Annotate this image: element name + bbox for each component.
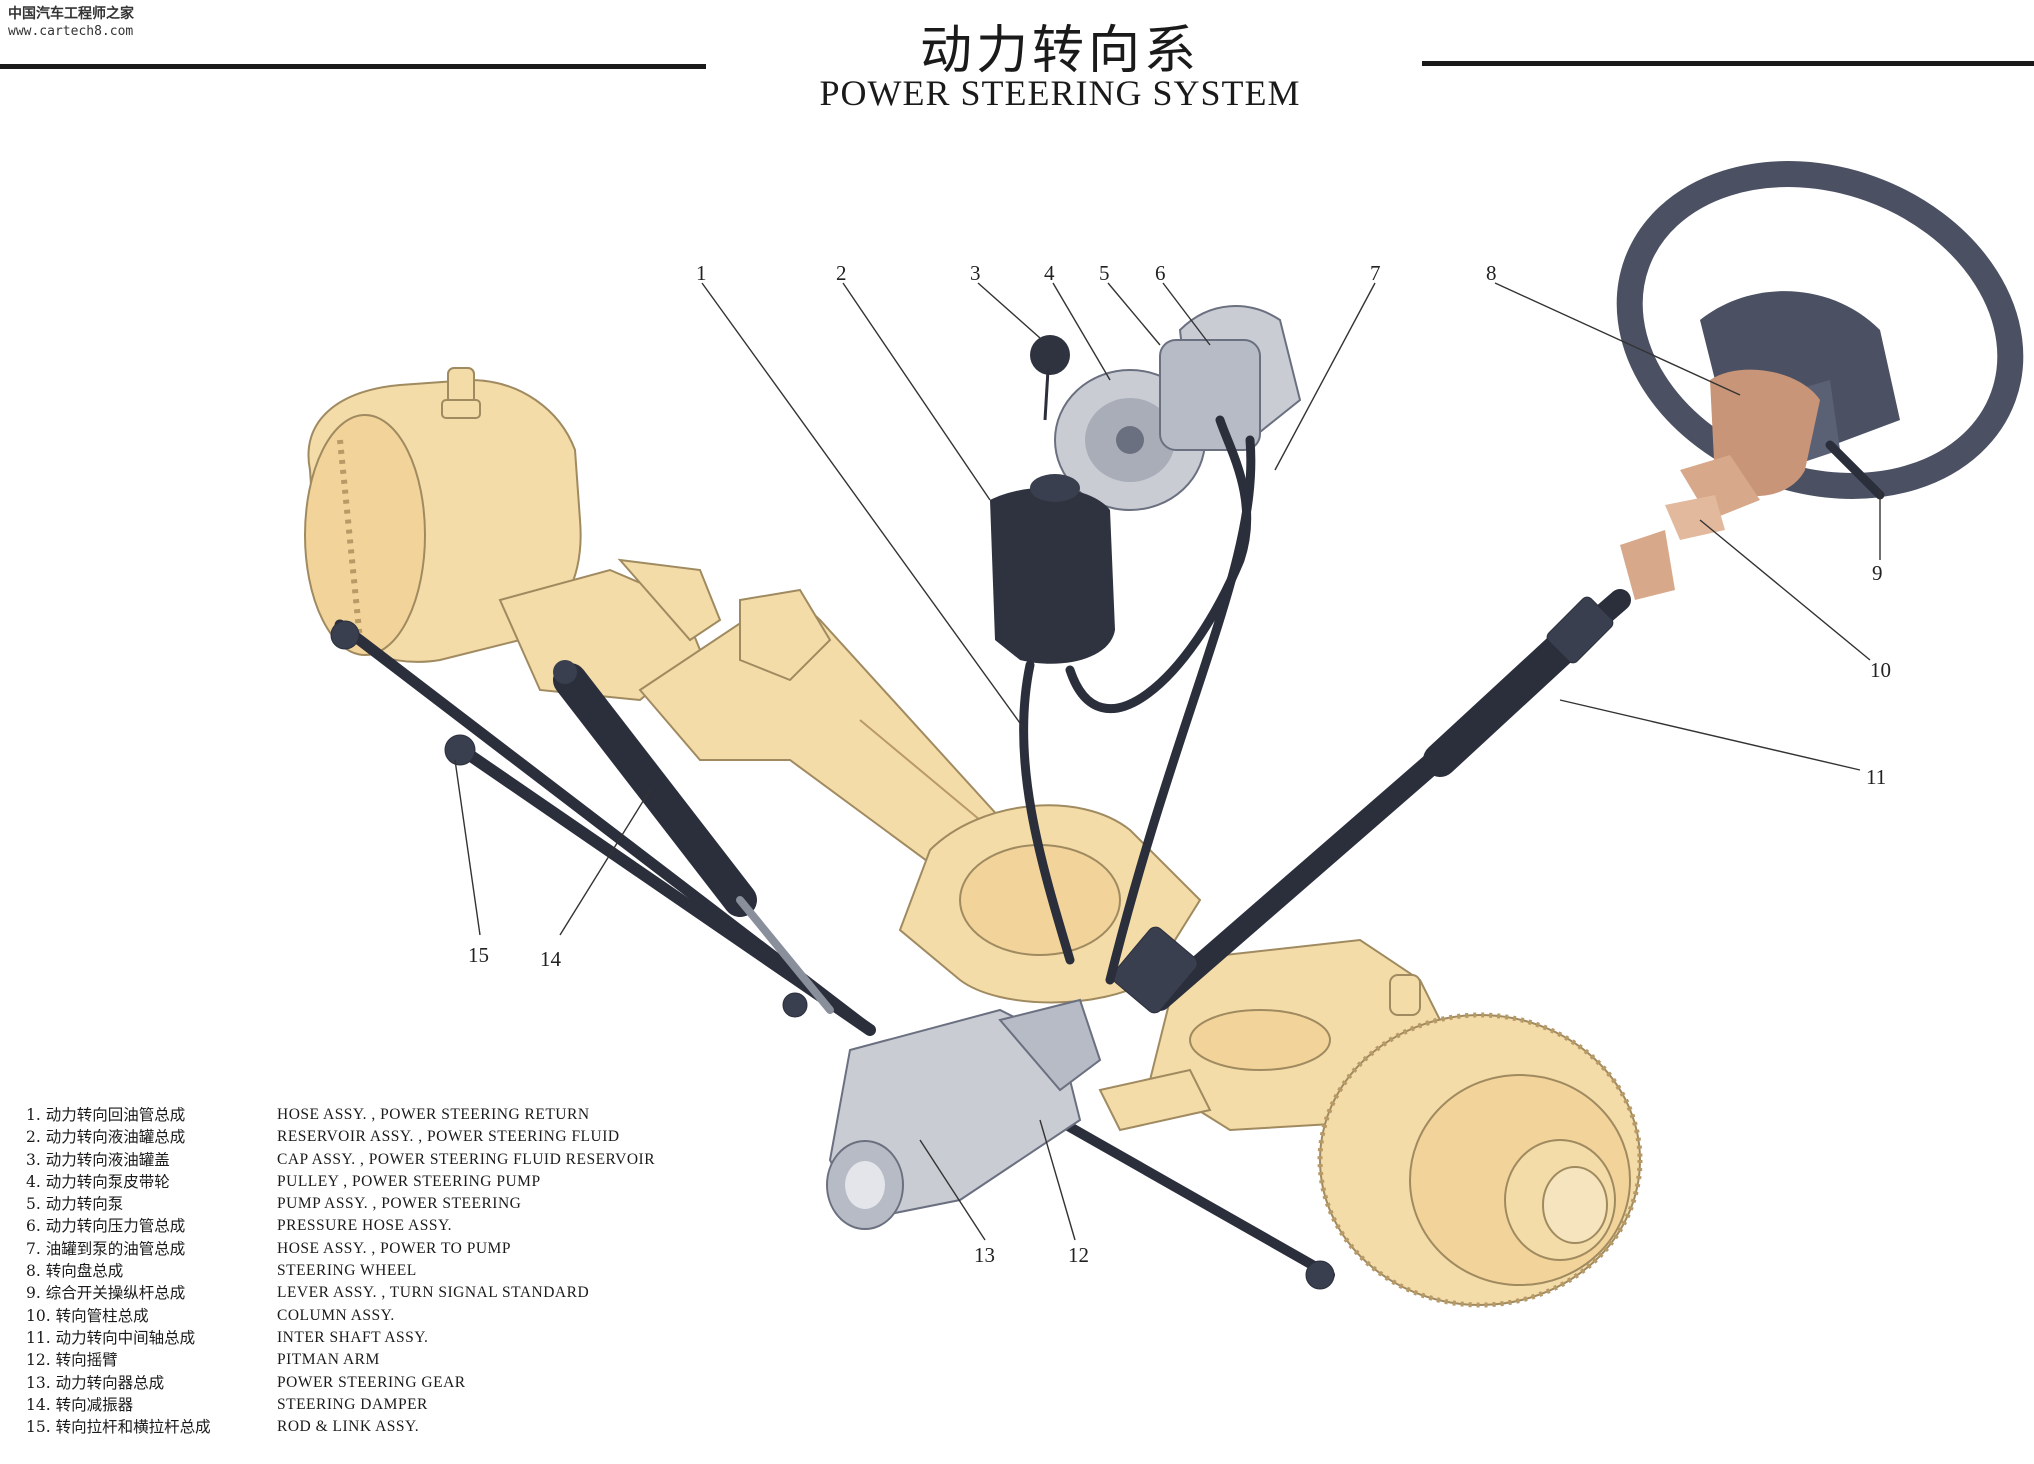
legend-cn: 11. 动力转向中间轴总成 <box>26 1328 196 1347</box>
legend-en: STEERING WHEEL <box>277 1262 417 1280</box>
legend-row: 6. 动力转向压力管总成 PRESSURE HOSE ASSY. <box>26 1215 655 1237</box>
legend-cn: 7. 油罐到泵的油管总成 <box>26 1239 186 1258</box>
legend-row: 11. 动力转向中间轴总成 INTER SHAFT ASSY. <box>26 1327 655 1349</box>
reservoir-illustration <box>990 335 1115 664</box>
legend-en: CAP ASSY. , POWER STEERING FLUID RESERVO… <box>277 1150 656 1168</box>
steering-column-illustration <box>1620 369 1885 600</box>
legend-en: PITMAN ARM <box>277 1351 380 1369</box>
legend-cn: 3. 动力转向液油罐盖 <box>26 1150 170 1169</box>
callout-5: 5 <box>1099 261 1110 285</box>
watermark: 中国汽车工程师之家 www.cartech8.com <box>8 6 134 40</box>
hoses-illustration <box>1019 415 1256 985</box>
watermark-url: www.cartech8.com <box>8 24 134 39</box>
legend-en: POWER STEERING GEAR <box>277 1373 466 1391</box>
legend-row: 10. 转向管柱总成 COLUMN ASSY. <box>26 1305 655 1327</box>
legend-en: RESERVOIR ASSY. , POWER STEERING FLUID <box>277 1128 620 1146</box>
header-rule-left <box>0 64 706 69</box>
parts-legend: 1. 动力转向回油管总成 HOSE ASSY. , POWER STEERING … <box>26 1104 655 1438</box>
callout-11: 11 <box>1866 765 1886 789</box>
legend-row: 4. 动力转向泵皮带轮 PULLEY , POWER STEERING PUMP <box>26 1171 655 1193</box>
legend-row: 7. 油罐到泵的油管总成 HOSE ASSY. , POWER TO PUMP <box>26 1238 655 1260</box>
callout-9: 9 <box>1872 561 1883 585</box>
legend-en: LEVER ASSY. , TURN SIGNAL STANDARD <box>277 1284 590 1302</box>
callout-15: 15 <box>468 943 489 967</box>
legend-cn: 12. 转向摇臂 <box>26 1351 118 1370</box>
callout-4: 4 <box>1044 261 1055 285</box>
callout-2: 2 <box>836 261 847 285</box>
legend-cn: 5. 动力转向泵 <box>26 1195 124 1214</box>
legend-row: 8. 转向盘总成 STEERING WHEEL <box>26 1260 655 1282</box>
steering-damper-illustration <box>553 660 834 1014</box>
legend-row: 13. 动力转向器总成 POWER STEERING GEAR <box>26 1372 655 1394</box>
callout-numbers: 1 2 3 4 5 6 7 8 9 10 11 12 13 14 15 <box>468 261 1891 1267</box>
legend-row: 3. 动力转向液油罐盖 CAP ASSY. , POWER STEERING FL… <box>26 1149 655 1171</box>
callout-13: 13 <box>974 1243 995 1267</box>
legend-cn: 13. 动力转向器总成 <box>26 1373 165 1392</box>
legend-row: 9. 综合开关操纵杆总成 LEVER ASSY. , TURN SIGNAL ST… <box>26 1282 655 1304</box>
legend-en: ROD & LINK ASSY. <box>277 1418 420 1436</box>
tie-rod-illustration <box>330 619 1335 1290</box>
legend-en: PULLEY , POWER STEERING PUMP <box>277 1172 541 1190</box>
steering-gear-illustration <box>826 998 1102 1230</box>
legend-cn: 2. 动力转向液油罐总成 <box>26 1128 186 1147</box>
legend-row: 14. 转向减振器 STEERING DAMPER <box>26 1394 655 1416</box>
legend-en: COLUMN ASSY. <box>277 1306 395 1324</box>
header-rule-right <box>1422 61 2034 66</box>
legend-en: STEERING DAMPER <box>277 1395 428 1413</box>
legend-row: 12. 转向摇臂 PITMAN ARM <box>26 1349 655 1371</box>
legend-cn: 8. 转向盘总成 <box>26 1262 124 1281</box>
leader-lines <box>454 282 1881 1241</box>
callout-12: 12 <box>1068 1243 1089 1267</box>
steering-wheel-illustration <box>1616 161 2024 499</box>
page-title-english: POWER STEERING SYSTEM <box>819 73 1301 113</box>
callout-6: 6 <box>1155 261 1166 285</box>
legend-row: 5. 动力转向泵 PUMP ASSY. , POWER STEERING <box>26 1193 655 1215</box>
legend-cn: 6. 动力转向压力管总成 <box>26 1217 186 1236</box>
legend-cn: 10. 转向管柱总成 <box>26 1306 149 1325</box>
callout-10: 10 <box>1870 658 1891 682</box>
legend-cn: 1. 动力转向回油管总成 <box>26 1106 186 1124</box>
legend-en: PUMP ASSY. , POWER STEERING <box>277 1195 522 1213</box>
callout-1: 1 <box>696 261 707 285</box>
legend-row: 15. 转向拉杆和横拉杆总成 ROD & LINK ASSY. <box>26 1416 655 1438</box>
power-steering-pump-illustration <box>1054 305 1302 511</box>
legend-row: 1. 动力转向回油管总成 HOSE ASSY. , POWER STEERING … <box>26 1104 655 1126</box>
callout-8: 8 <box>1486 261 1497 285</box>
callout-7: 7 <box>1370 261 1381 285</box>
legend-en: PRESSURE HOSE ASSY. <box>277 1217 453 1235</box>
legend-row: 2. 动力转向液油罐总成 RESERVOIR ASSY. , POWER STEE… <box>26 1126 655 1148</box>
legend-cn: 14. 转向减振器 <box>26 1395 134 1414</box>
legend-en: INTER SHAFT ASSY. <box>277 1328 429 1346</box>
callout-3: 3 <box>970 261 981 285</box>
legend-en: HOSE ASSY. , POWER STEERING RETURN <box>277 1106 590 1123</box>
legend-cn: 15. 转向拉杆和横拉杆总成 <box>26 1418 211 1437</box>
legend-cn: 9. 综合开关操纵杆总成 <box>26 1284 186 1303</box>
callout-14: 14 <box>540 947 562 971</box>
inter-shaft-illustration <box>1112 589 1631 1014</box>
legend-cn: 4. 动力转向泵皮带轮 <box>26 1172 170 1191</box>
watermark-site-name: 中国汽车工程师之家 <box>8 6 134 22</box>
page-title-chinese: 动力转向系 <box>919 21 1200 81</box>
legend-en: HOSE ASSY. , POWER TO PUMP <box>277 1239 511 1257</box>
